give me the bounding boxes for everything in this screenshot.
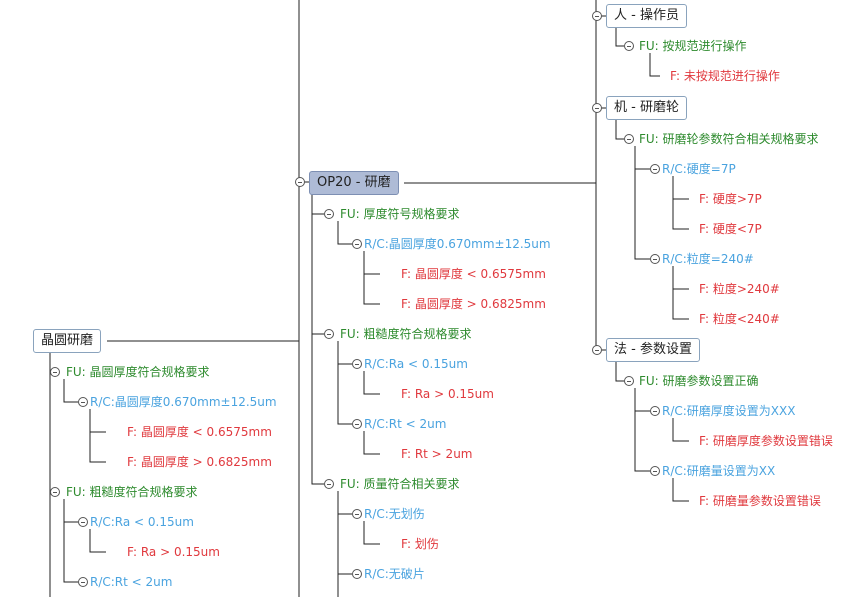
cause-f-hard-lt[interactable]: F: 硬度<7P (699, 222, 762, 236)
collapse-toggle[interactable] (50, 367, 60, 377)
collapse-toggle[interactable] (78, 397, 88, 407)
cause-f-man[interactable]: F: 未按规范进行操作 (670, 69, 780, 83)
collapse-toggle[interactable] (352, 569, 362, 579)
collapse-toggle[interactable] (650, 466, 660, 476)
cause-rc-amt-set[interactable]: R/C:研磨量设置为XX (662, 464, 776, 478)
collapse-toggle[interactable] (352, 359, 362, 369)
left-f-thick-high[interactable]: F: 晶圆厚度 > 0.6825mm (127, 455, 272, 469)
collapse-toggle[interactable] (324, 329, 334, 339)
op20-f-rt[interactable]: F: Rt > 2um (401, 447, 473, 461)
collapse-toggle[interactable] (352, 509, 362, 519)
root-wafer-grinding-node[interactable]: 晶圆研磨 (33, 329, 102, 353)
collapse-toggle[interactable] (650, 406, 660, 416)
op20-fu-rough[interactable]: FU: 粗糙度符合规格要求 (340, 327, 472, 341)
op20-rc-scratch[interactable]: R/C:无划伤 (364, 507, 425, 521)
cause-f-grit-gt[interactable]: F: 粒度>240# (699, 282, 780, 296)
collapse-toggle[interactable] (352, 419, 362, 429)
op20-f-thick-low[interactable]: F: 晶圆厚度 < 0.6575mm (401, 267, 546, 281)
cause-fu-man[interactable]: FU: 按规范进行操作 (639, 39, 747, 53)
op20-f-thick-high[interactable]: F: 晶圆厚度 > 0.6825mm (401, 297, 546, 311)
op20-rc-thickness[interactable]: R/C:晶圆厚度0.670mm±12.5um (364, 237, 551, 251)
cause-f-grit-lt[interactable]: F: 粒度<240# (699, 312, 780, 326)
op20-rc-rt[interactable]: R/C:Rt < 2um (364, 417, 447, 431)
collapse-toggle[interactable] (624, 376, 634, 386)
cause-method-node[interactable]: 法 - 参数设置 (606, 338, 700, 362)
cause-fu-machine[interactable]: FU: 研磨轮参数符合相关规格要求 (639, 132, 819, 146)
cause-machine-node[interactable]: 机 - 研磨轮 (606, 96, 687, 120)
op20-fu-thickness[interactable]: FU: 厚度符号规格要求 (340, 207, 460, 221)
left-fu-thickness[interactable]: FU: 晶圆厚度符合规格要求 (66, 365, 210, 379)
collapse-toggle[interactable] (78, 577, 88, 587)
collapse-toggle-op20[interactable] (295, 177, 305, 187)
left-rc-rt[interactable]: R/C:Rt < 2um (90, 575, 173, 589)
op20-f-scratch[interactable]: F: 划伤 (401, 537, 439, 551)
collapse-toggle[interactable] (78, 517, 88, 527)
left-rc-ra[interactable]: R/C:Ra < 0.15um (90, 515, 194, 529)
op20-node[interactable]: OP20 - 研磨 (309, 171, 399, 195)
left-f-ra[interactable]: F: Ra > 0.15um (127, 545, 220, 559)
cause-rc-hard[interactable]: R/C:硬度=7P (662, 162, 736, 176)
left-rc-thickness[interactable]: R/C:晶圆厚度0.670mm±12.5um (90, 395, 277, 409)
cause-rc-grit[interactable]: R/C:粒度=240# (662, 252, 754, 266)
left-fu-rough[interactable]: FU: 粗糙度符合规格要求 (66, 485, 198, 499)
cause-f-amt-set[interactable]: F: 研磨量参数设置错误 (699, 494, 821, 508)
cause-fu-method[interactable]: FU: 研磨参数设置正确 (639, 374, 759, 388)
collapse-toggle[interactable] (592, 345, 602, 355)
op20-f-ra[interactable]: F: Ra > 0.15um (401, 387, 494, 401)
cause-rc-thk-set[interactable]: R/C:研磨厚度设置为XXX (662, 404, 796, 418)
collapse-toggle[interactable] (592, 103, 602, 113)
cause-f-hard-gt[interactable]: F: 硬度>7P (699, 192, 762, 206)
collapse-toggle[interactable] (650, 254, 660, 264)
op20-rc-ra[interactable]: R/C:Ra < 0.15um (364, 357, 468, 371)
collapse-toggle[interactable] (324, 479, 334, 489)
op20-rc-chip[interactable]: R/C:无破片 (364, 567, 425, 581)
collapse-toggle[interactable] (650, 164, 660, 174)
cause-man-node[interactable]: 人 - 操作员 (606, 4, 687, 28)
collapse-toggle[interactable] (352, 239, 362, 249)
collapse-toggle[interactable] (624, 134, 634, 144)
cause-f-thk-set[interactable]: F: 研磨厚度参数设置错误 (699, 434, 833, 448)
collapse-toggle[interactable] (592, 11, 602, 21)
collapse-toggle[interactable] (324, 209, 334, 219)
left-f-thick-low[interactable]: F: 晶圆厚度 < 0.6575mm (127, 425, 272, 439)
collapse-toggle[interactable] (624, 41, 634, 51)
collapse-toggle[interactable] (50, 487, 60, 497)
op20-fu-quality[interactable]: FU: 质量符合相关要求 (340, 477, 460, 491)
